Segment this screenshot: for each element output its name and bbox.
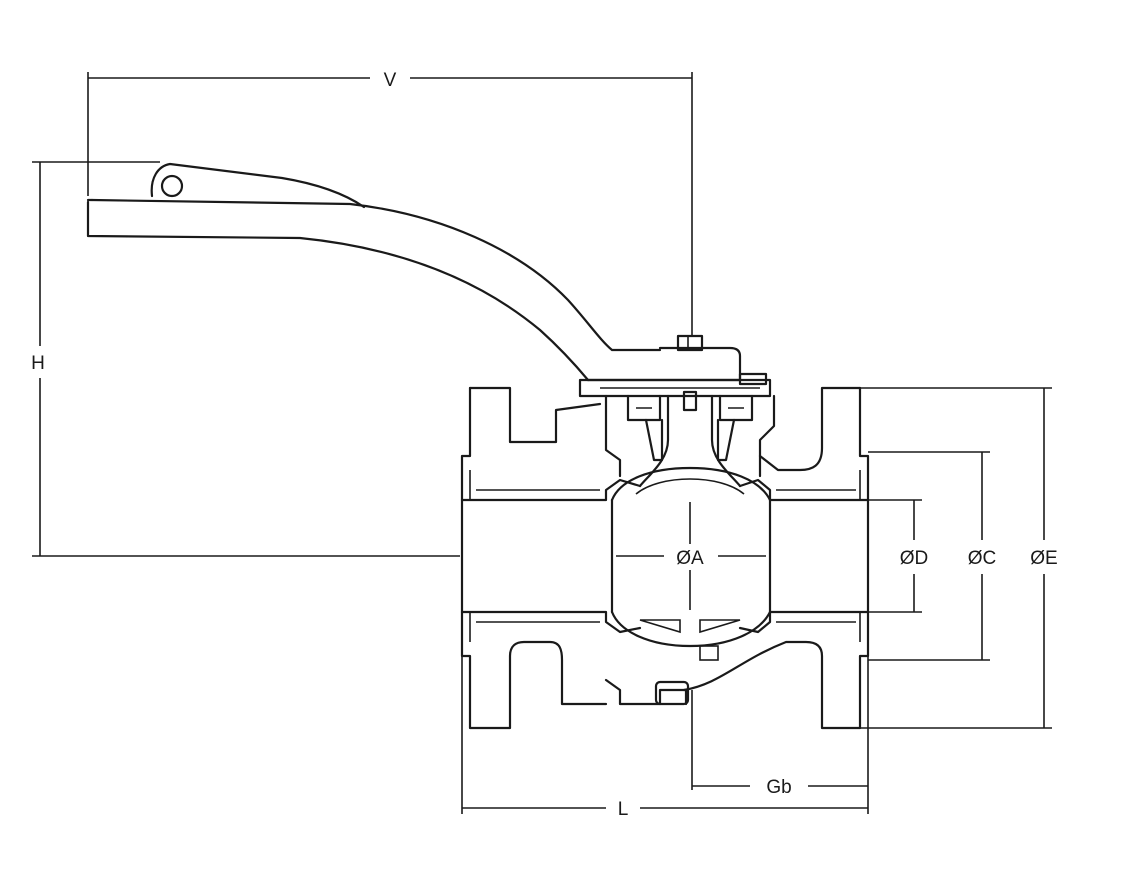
ball — [610, 466, 772, 661]
label-gb: Gb — [766, 777, 791, 798]
label-d: ØD — [900, 548, 929, 569]
stem-assembly — [604, 390, 776, 488]
label-v: V — [384, 70, 397, 91]
label-h: H — [31, 353, 45, 374]
lever-handle — [86, 162, 772, 398]
label-a: ØA — [676, 548, 704, 569]
label-l: L — [618, 799, 629, 820]
dimension-lines — [32, 72, 1052, 814]
dimension-labels: V H ØA ØD ØC ØE Gb L — [31, 70, 1058, 820]
label-e: ØE — [1030, 548, 1057, 569]
label-c: ØC — [968, 548, 997, 569]
valve-body — [460, 386, 870, 730]
